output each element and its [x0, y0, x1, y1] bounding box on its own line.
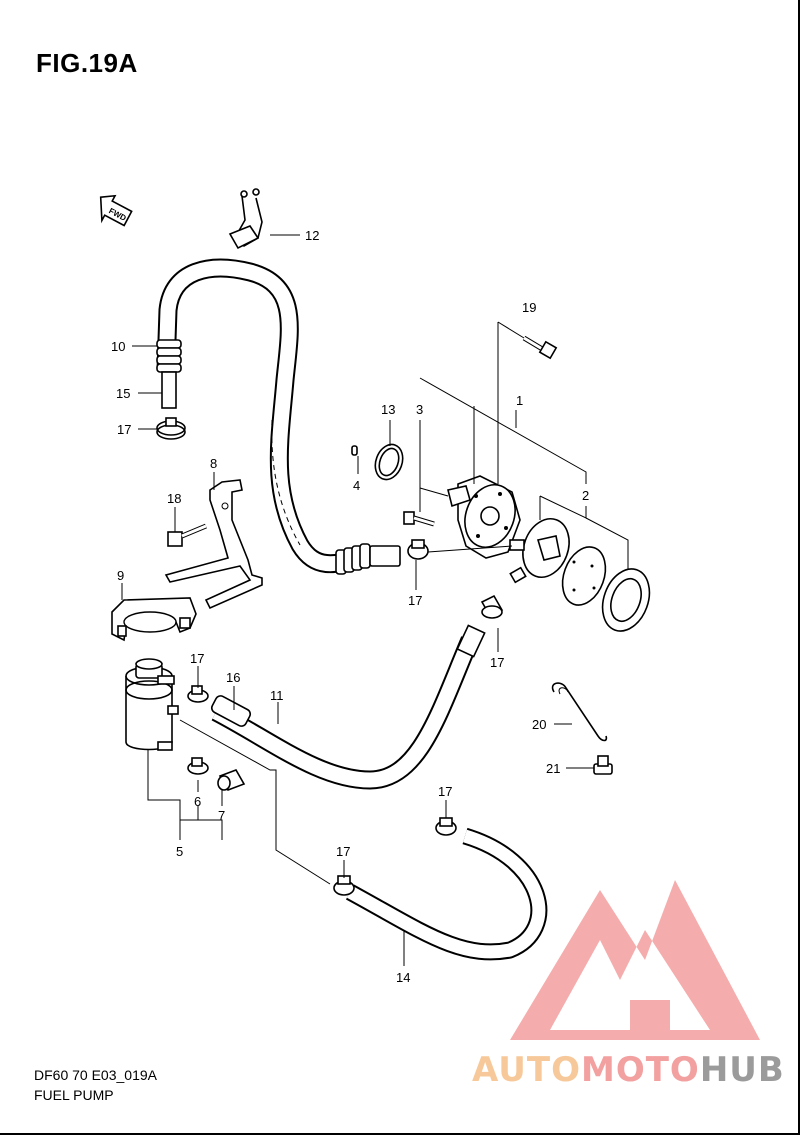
part-20-pin [551, 682, 608, 742]
clamp-6 [187, 757, 209, 775]
callout-12: 12 [305, 228, 319, 243]
watermark-logo-icon [510, 880, 760, 1040]
hose-16 [210, 695, 252, 727]
callout-2: 2 [582, 488, 589, 503]
part-21-plug [593, 755, 613, 775]
callout-15: 15 [116, 386, 130, 401]
part-18-bolt [167, 523, 207, 547]
callout-17-f: 17 [336, 844, 350, 859]
callout-21: 21 [546, 761, 560, 776]
callout-14: 14 [396, 970, 410, 985]
callout-13: 13 [381, 402, 395, 417]
callout-labels: 1 2 3 4 5 6 7 8 9 10 11 12 13 14 15 16 1… [111, 228, 589, 985]
callout-17-d: 17 [490, 655, 504, 670]
part-19-bolt [522, 335, 558, 360]
callout-19: 19 [522, 300, 536, 315]
part-12-clip [228, 188, 263, 250]
callout-4: 4 [353, 478, 360, 493]
part-13-o-ring [374, 443, 404, 481]
callout-8: 8 [210, 456, 217, 471]
corrugated-end-lower [335, 543, 401, 575]
callout-18: 18 [167, 491, 181, 506]
clamp-17-hose14-low [333, 875, 355, 896]
leader-lines [121, 234, 629, 966]
part-9-holder [111, 597, 197, 642]
watermark-hub: HUB [699, 1050, 785, 1090]
watermark-moto: MOTO [580, 1050, 700, 1090]
clamp-17-top [156, 417, 186, 440]
callout-9: 9 [117, 568, 124, 583]
figure-code: DF60 70 E03_019A [34, 1067, 157, 1083]
callout-3: 3 [416, 402, 423, 417]
fwd-arrow-icon: FWD [99, 194, 133, 227]
callout-1: 1 [516, 393, 523, 408]
part-7-cap [217, 769, 246, 791]
callout-10: 10 [111, 339, 125, 354]
clamp-17-filter-top [187, 685, 209, 703]
corrugated-end-upper [156, 339, 182, 373]
hose-10 [156, 258, 401, 575]
clamp-17-pump [407, 539, 429, 560]
part-8-bracket [164, 479, 263, 610]
callout-17-b: 17 [190, 651, 204, 666]
callout-17-e: 17 [438, 784, 452, 799]
part-3-screw [403, 511, 435, 527]
callout-7: 7 [218, 808, 225, 823]
hose-14 [345, 827, 548, 961]
callout-17-a: 17 [117, 422, 131, 437]
callout-16: 16 [226, 670, 240, 685]
watermark-auto: AUTO [472, 1050, 581, 1090]
part-1-fuel-pump [447, 475, 521, 559]
clamp-17-right [480, 594, 504, 619]
part-5-filter [125, 658, 179, 751]
callout-5: 5 [176, 844, 183, 859]
part-2-diaphragm-kit [509, 518, 651, 632]
hose-11 [211, 624, 486, 790]
pipe-15 [161, 371, 177, 409]
figure-title: FIG.19A [36, 48, 138, 78]
part-4-pin [351, 445, 358, 456]
callout-17-c: 17 [408, 593, 422, 608]
callout-6: 6 [194, 794, 201, 809]
callout-20: 20 [532, 717, 546, 732]
callout-11: 11 [270, 688, 284, 703]
figure-name: FUEL PUMP [34, 1087, 114, 1103]
watermark-text: AUTOMOTOHUB [472, 1050, 785, 1090]
clamp-17-hose14-top [435, 817, 457, 836]
